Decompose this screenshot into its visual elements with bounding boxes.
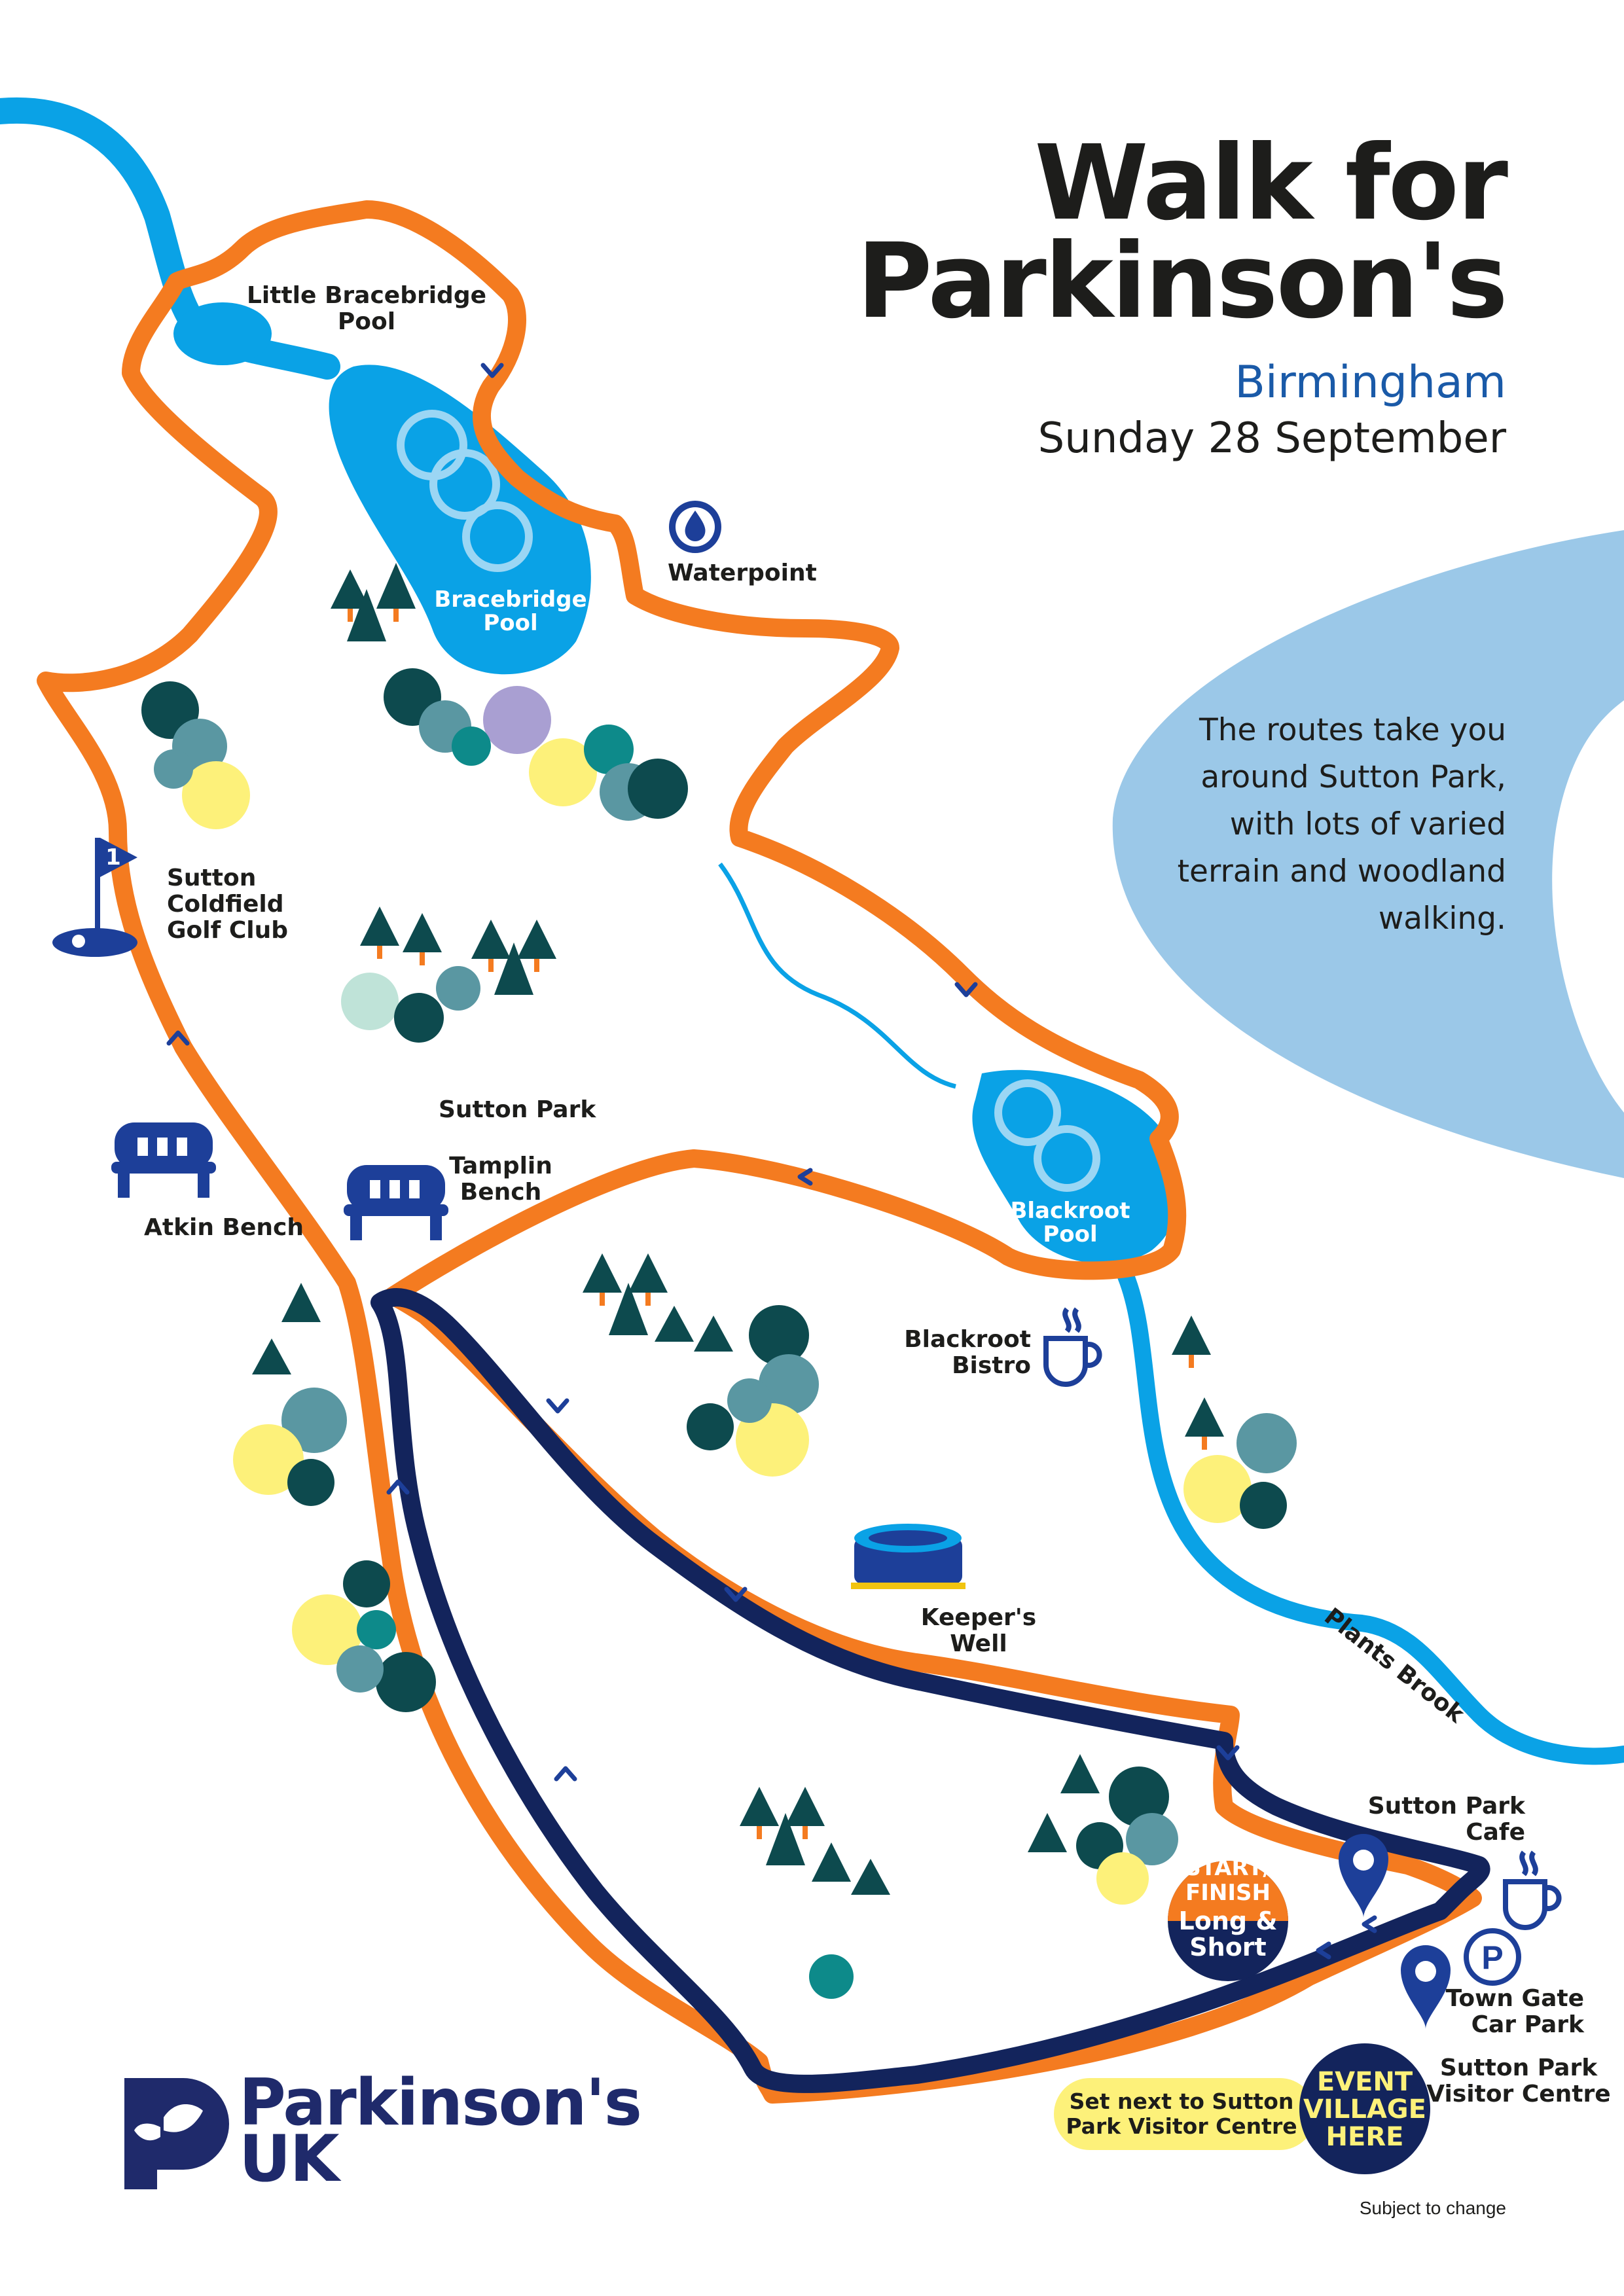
golf-flag-icon: [52, 838, 137, 957]
parkinsons-uk-logo-text: Parkinson's UK: [239, 2066, 642, 2197]
route-description: The routes take you around Sutton Park, …: [1177, 712, 1506, 937]
stream-west: [718, 862, 956, 1089]
event-village-note: Set next to Sutton Park Visitor Centre: [1066, 2089, 1297, 2139]
label-sutton-park: Sutton Park: [439, 1096, 596, 1123]
label-visitor-centre: Sutton Park Visitor Centre: [1426, 2054, 1611, 2108]
blackroot-pool: [972, 1069, 1180, 1264]
cup-icon: [1043, 1307, 1562, 1930]
bracebridge-pool: [329, 365, 591, 675]
tree-icon: [141, 563, 1297, 1999]
plants-brook: [1117, 1268, 1624, 1765]
route-type-label: Long & Short: [1178, 1907, 1278, 1962]
start-finish-badge: [1168, 1861, 1288, 1981]
parkinsons-uk-logo-mark: [124, 2078, 229, 2189]
label-tamplin-bench: Tamplin Bench: [449, 1153, 552, 1206]
water-drop-icon: [669, 501, 721, 553]
golf-flag-number: 1: [105, 844, 121, 870]
svg-text:P: P: [1481, 1939, 1503, 1976]
label-town-gate-car-park: Town Gate Car Park: [1445, 1985, 1584, 2038]
direction-arrow-icon: [166, 363, 1377, 1960]
label-little-bracebridge: Little Bracebridge Pool: [246, 282, 487, 335]
label-blackroot-bistro: Blackroot Bistro: [904, 1326, 1031, 1379]
page-title: Walk for Parkinson's: [856, 123, 1508, 342]
label-sutton-park-cafe: Sutton Park Cafe: [1367, 1793, 1525, 1846]
short-route: [370, 1288, 1490, 2093]
label-blackroot-pool: Blackroot Pool: [1010, 1198, 1130, 1247]
parking-icon: [1464, 1928, 1521, 1986]
event-village-label: EVENT VILLAGE HERE: [1303, 2067, 1426, 2152]
event-date: Sunday 28 September: [1038, 414, 1506, 463]
well-icon: [851, 1524, 965, 1589]
label-golf-club: Sutton Coldfield Golf Club: [167, 865, 288, 944]
label-keepers-well: Keeper's Well: [920, 1604, 1037, 1657]
label-waterpoint: Waterpoint: [668, 560, 817, 586]
city-name: Birmingham: [1235, 357, 1506, 408]
location-pin-icon: [1339, 1834, 1451, 2029]
little-bracebridge-pool: [173, 302, 272, 365]
footnote: Subject to change: [1359, 2198, 1506, 2218]
label-atkin-bench: Atkin Bench: [144, 1214, 304, 1241]
label-bracebridge-pool: Bracebridge Pool: [434, 586, 587, 636]
start-finish-label: START/ FINISH: [1185, 1855, 1271, 1906]
decorative-blob: [1112, 530, 1624, 1178]
